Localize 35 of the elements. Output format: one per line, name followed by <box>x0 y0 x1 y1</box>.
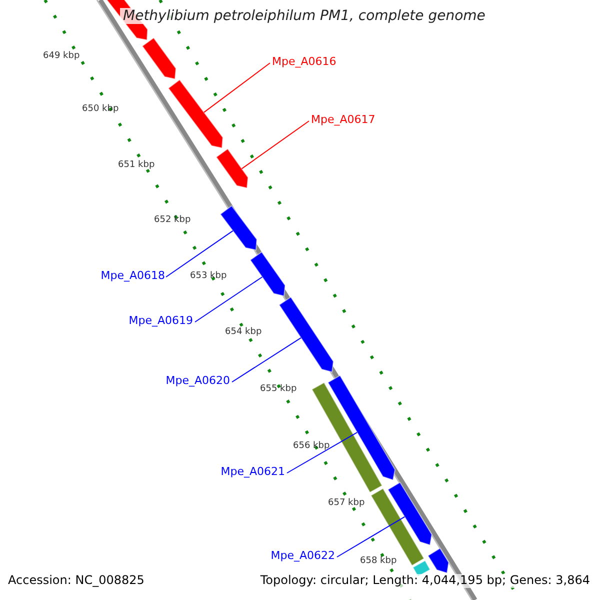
leader-line <box>204 62 270 113</box>
gene-block <box>216 148 249 189</box>
tick-label: 655 kbp <box>260 384 297 394</box>
gene-block <box>387 482 432 546</box>
tick-label: 652 kbp <box>154 215 191 226</box>
gene-label: Mpe_A0619 <box>128 315 193 328</box>
gene-block <box>250 251 286 297</box>
gene-block <box>168 79 224 149</box>
gene-block <box>278 296 334 373</box>
tick-label: 653 kbp <box>190 271 227 282</box>
gene-label: Mpe_A0621 <box>220 466 285 479</box>
leader-line <box>241 120 310 170</box>
gene-label: Mpe_A0618 <box>100 270 165 283</box>
tick-label: 650 kbp <box>82 104 119 114</box>
leader-line <box>336 516 406 558</box>
gene-label: Mpe_A0617 <box>311 114 376 127</box>
gene-block <box>311 382 383 494</box>
tick-label: 654 kbp <box>225 327 262 338</box>
leader-line <box>286 432 358 474</box>
leader-line <box>232 337 302 382</box>
gene-block <box>220 205 258 251</box>
info-text: Topology: circular; Length: 4,044,195 bp; Genes: 3,864 <box>260 574 590 588</box>
tick-label: 656 kbp <box>293 441 330 452</box>
tick-label: 658 kbp <box>360 556 397 566</box>
gene-label: Mpe_A0616 <box>272 56 336 69</box>
leader-line <box>194 276 263 322</box>
leader-line <box>166 230 234 278</box>
gene-block <box>427 548 450 574</box>
tick-label: 649 kbp <box>43 51 80 62</box>
tick-label: 657 kbp <box>328 498 365 508</box>
gene-label: Mpe_A0622 <box>270 550 335 563</box>
tick-label: 651 kbp <box>118 160 155 170</box>
gene-label: Mpe_A0620 <box>166 375 230 388</box>
info-text: Accession: NC_008825 <box>8 574 144 588</box>
gene-block <box>142 37 176 80</box>
